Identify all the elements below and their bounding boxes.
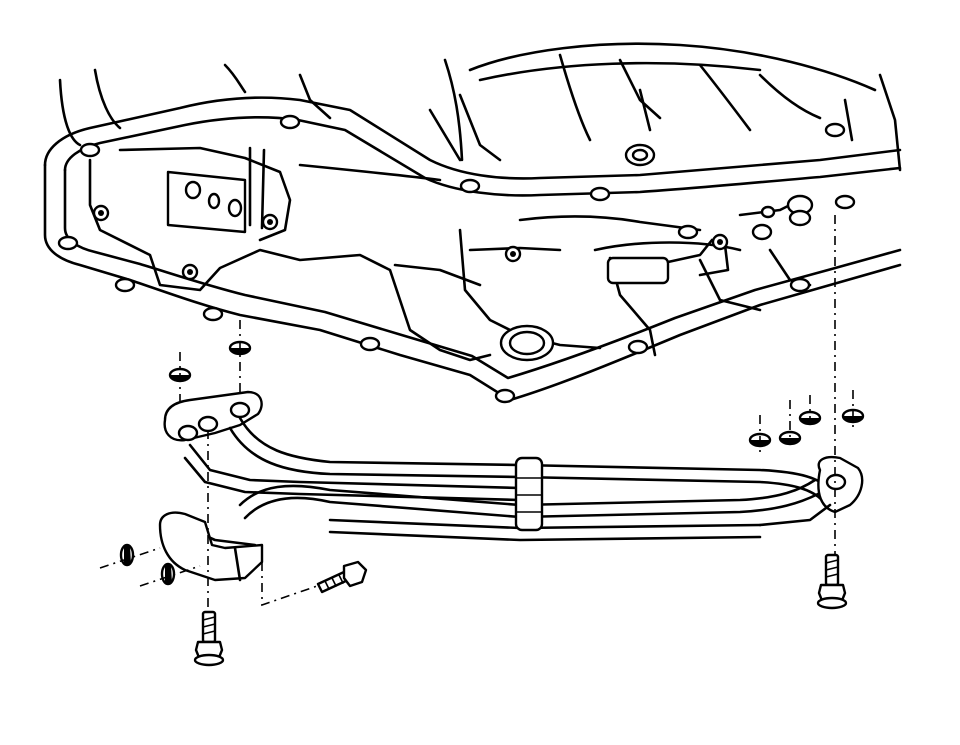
oil-cooler-pipe-assembly — [158, 390, 864, 582]
bolt-diagonal — [316, 560, 368, 594]
case-bolt-heads — [92, 204, 729, 281]
bolt-left-vertical — [193, 610, 225, 667]
flange-bolt-holes — [57, 114, 856, 404]
seal-ring — [160, 562, 176, 586]
seal-ring — [119, 543, 135, 567]
alignment-lines — [99, 215, 854, 620]
seal-ring — [841, 408, 865, 424]
transmission-case — [43, 42, 902, 402]
bolt-right-vertical — [816, 553, 848, 610]
